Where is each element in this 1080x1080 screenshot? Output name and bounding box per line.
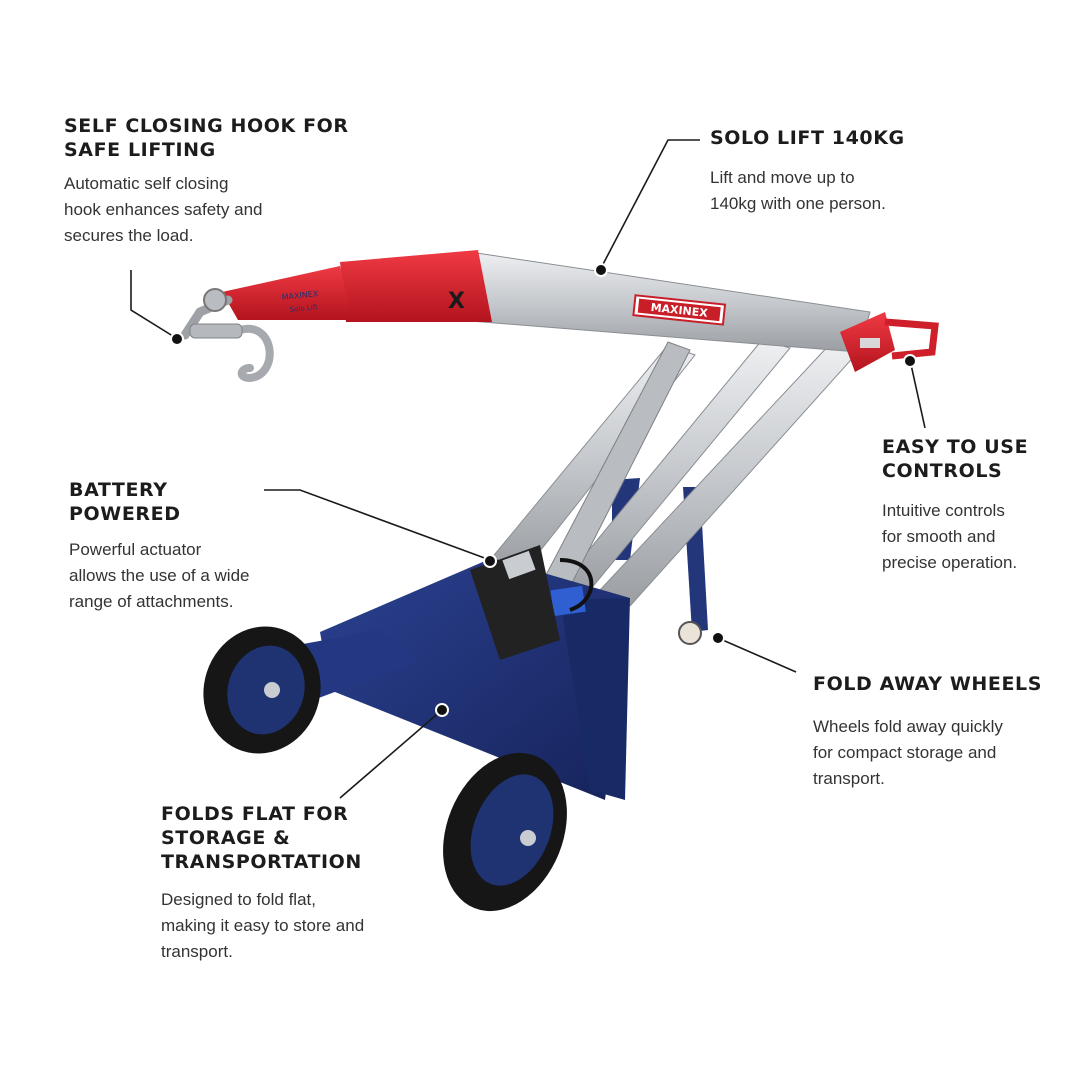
callout-title: SELF CLOSING HOOK FOR SAFE LIFTING [64,115,349,161]
arm-label-line2: Solo Lift [289,303,318,314]
callout-title: FOLDS FLAT FOR STORAGE & TRANSPORTATION [161,803,362,873]
logo-text: MAXINEX [650,301,709,320]
callout-folds-flat: FOLDS FLAT FOR STORAGE & TRANSPORTATION … [161,802,364,965]
self-closing-hook [180,288,274,383]
rear-left-wheel [203,626,321,754]
callout-body: Automatic self closing hook enhances saf… [64,174,263,245]
callout-title: EASY TO USE CONTROLS [882,436,1029,482]
callout-battery-powered: BATTERY POWERED Powerful actuator allows… [69,478,250,615]
callout-fold-away-wheels: FOLD AWAY WHEELS Wheels fold away quickl… [813,672,1042,792]
main-arm: X MAXINEX Solo Lift MAXINEX [222,250,871,353]
maxinex-logo: MAXINEX [632,294,727,326]
callout-title: SOLO LIFT 140KG [710,127,905,149]
callout-body: Designed to fold flat, making it easy to… [161,890,365,961]
callout-body: Intuitive controls for smooth and precis… [882,501,1018,572]
base-frame [270,545,630,800]
callout-title: BATTERY POWERED [69,479,181,525]
callout-body: Wheels fold away quickly for compact sto… [813,717,1003,788]
callout-self-closing-hook: SELF CLOSING HOOK FOR SAFE LIFTING Autom… [64,114,349,249]
callout-body: Lift and move up to 140kg with one perso… [710,168,886,213]
arm-mark: X [448,289,465,314]
arm-label-line1: MAXINEX [281,289,319,302]
callout-body: Powerful actuator allows the use of a wi… [69,540,250,611]
front-wheel [443,752,567,912]
callout-solo-lift: SOLO LIFT 140KG Lift and move up to 140k… [710,126,905,217]
callout-title: FOLD AWAY WHEELS [813,673,1043,695]
callout-easy-controls: EASY TO USE CONTROLS Intuitive controls … [882,435,1028,576]
